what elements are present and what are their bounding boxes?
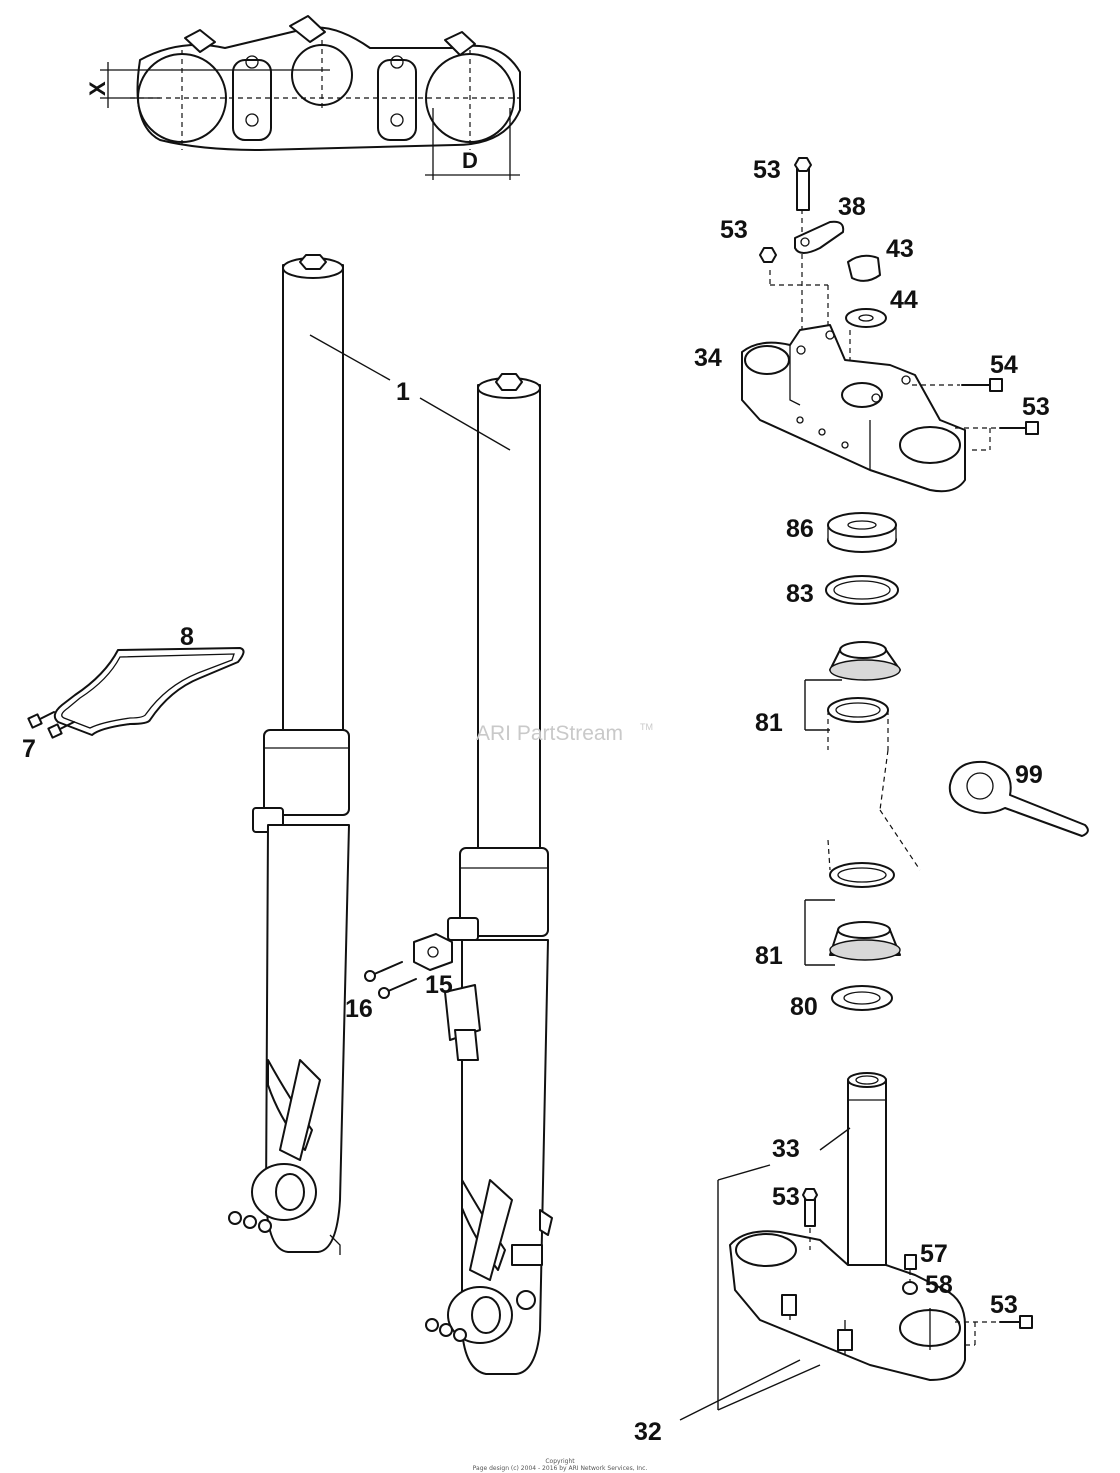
clamp-part-15 — [413, 933, 453, 971]
callout-7: 7 — [22, 735, 36, 763]
callout-81-lower: 81 — [755, 942, 783, 970]
callout-15: 15 — [425, 971, 453, 999]
dimension-d-label: D — [462, 148, 478, 173]
callout-8: 8 — [180, 623, 194, 651]
callout-53-top: 53 — [753, 156, 781, 184]
copyright-line1: Copyright — [545, 1458, 575, 1465]
callout-80: 80 — [790, 993, 818, 1021]
callout-53-right: 53 — [1022, 393, 1050, 421]
callout-54: 54 — [990, 351, 1018, 379]
triple-clamp-plan-view: X D — [85, 15, 521, 180]
wire-bracket — [53, 647, 245, 736]
fork-leg-left — [228, 254, 350, 1255]
callout-32: 32 — [634, 1418, 662, 1446]
callout-53-lower: 53 — [772, 1183, 800, 1211]
callout-99: 99 — [1015, 761, 1043, 789]
callout-83: 83 — [786, 580, 814, 608]
callout-53-left: 53 — [720, 216, 748, 244]
callout-16: 16 — [345, 995, 373, 1023]
spanner-wrench — [948, 760, 1089, 837]
watermark: ARI PartStream — [476, 722, 623, 745]
upper-triple-clamp — [741, 157, 1039, 493]
callout-57: 57 — [920, 1240, 948, 1268]
callout-34: 34 — [694, 344, 722, 372]
callout-58: 58 — [925, 1271, 953, 1299]
watermark-tm: TM — [640, 722, 653, 732]
callout-44: 44 — [890, 286, 918, 314]
callout-38: 38 — [838, 193, 866, 221]
dimension-x-label: X — [85, 81, 110, 96]
bolts-part-16 — [364, 961, 417, 999]
callout-33: 33 — [772, 1135, 800, 1163]
fork-leg-right — [425, 373, 553, 1375]
callout-43: 43 — [886, 235, 914, 263]
callout-1: 1 — [396, 378, 410, 406]
callout-53-lower-right: 53 — [990, 1291, 1018, 1319]
steering-bearing-stack — [804, 512, 921, 1011]
screws-part-7 — [27, 711, 75, 739]
callout-81-upper: 81 — [755, 709, 783, 737]
callout-86: 86 — [786, 515, 814, 543]
lower-triple-clamp — [679, 1072, 1033, 1421]
copyright-line2: Page design (c) 2004 - 2016 by ARI Netwo… — [473, 1465, 648, 1472]
